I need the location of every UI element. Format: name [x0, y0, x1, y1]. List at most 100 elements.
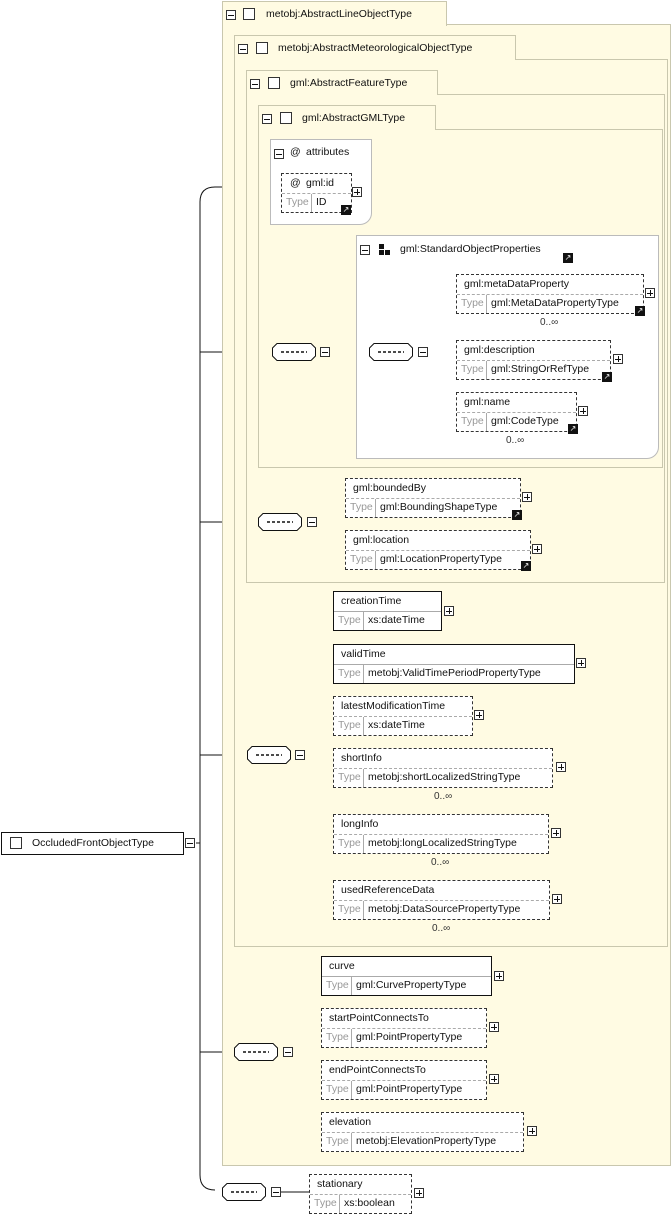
root-element[interactable]: OccludedFrontObjectType: [1, 832, 184, 855]
element-validtime[interactable]: validTime Type metobj:ValidTimePeriodPro…: [333, 644, 575, 684]
goto-type-icon[interactable]: ↗: [521, 561, 531, 571]
type-value: xs:dateTime: [368, 719, 425, 731]
expand-element-icon[interactable]: [489, 1074, 499, 1084]
type-row: Type gml:CodeType: [457, 412, 576, 431]
element-name: validTime: [341, 648, 386, 660]
expand-element-icon[interactable]: [494, 971, 504, 981]
expand-element-icon[interactable]: [576, 658, 586, 668]
element-shortinfo[interactable]: shortInfo Type metobj:shortLocalizedStri…: [333, 748, 553, 788]
type-label: Type: [334, 612, 364, 630]
type-label: Type: [334, 835, 364, 853]
type-value: metobj:ElevationPropertyType: [356, 1135, 497, 1147]
element-location[interactable]: gml:location Type gml:LocationPropertyTy…: [345, 530, 531, 570]
type-label: Type: [457, 295, 487, 313]
type-label: Type: [282, 194, 312, 212]
type-row: Type gml:PointPropertyType: [322, 1028, 486, 1047]
element-endpointconnectsto[interactable]: endPointConnectsTo Type gml:PointPropert…: [321, 1060, 487, 1100]
expand-element-icon[interactable]: [474, 710, 484, 720]
goto-type-icon[interactable]: ↗: [512, 510, 522, 520]
type-row: Type metobj:shortLocalizedStringType: [334, 768, 552, 787]
expand-element-icon[interactable]: [552, 894, 562, 904]
collapse-sequence-icon[interactable]: [418, 347, 428, 357]
type-value: gml:BoundingShapeType: [380, 501, 498, 513]
collapse-std-props-icon[interactable]: [360, 245, 370, 255]
element-boundedby[interactable]: gml:boundedBy Type gml:BoundingShapeType: [345, 478, 521, 518]
complex-type-icon: [268, 77, 280, 89]
zone-title-met: metobj:AbstractMeteorologicalObjectType: [278, 42, 473, 54]
expand-element-icon[interactable]: [444, 606, 454, 616]
collapse-feature-icon[interactable]: [250, 79, 260, 89]
expand-element-icon[interactable]: [556, 762, 566, 772]
element-name: stationary: [317, 1178, 363, 1190]
type-value: metobj:DataSourcePropertyType: [368, 903, 521, 915]
expand-gml-id-icon[interactable]: [352, 187, 362, 197]
element-creationtime[interactable]: creationTime Type xs:dateTime: [333, 591, 442, 631]
element-curve[interactable]: curve Type gml:CurvePropertyType: [321, 956, 492, 996]
complex-type-icon: [10, 837, 22, 849]
element-startpointconnectsto[interactable]: startPointConnectsTo Type gml:PointPrope…: [321, 1008, 487, 1048]
element-stationary[interactable]: stationary Type xs:boolean: [309, 1174, 412, 1214]
collapse-attributes-icon[interactable]: [274, 149, 284, 159]
collapse-gml-icon[interactable]: [262, 114, 272, 124]
goto-type-icon[interactable]: ↗: [602, 372, 612, 382]
cardinality: 0..∞: [432, 923, 451, 934]
type-value: gml:CurvePropertyType: [356, 979, 467, 991]
expand-element-icon[interactable]: [532, 544, 542, 554]
collapse-sequence-icon[interactable]: [320, 347, 330, 357]
element-latestmodificationtime[interactable]: latestModificationTime Type xs:dateTime: [333, 696, 473, 736]
element-name: gml:boundedBy: [353, 482, 426, 494]
type-value: xs:dateTime: [368, 614, 425, 626]
type-value: metobj:longLocalizedStringType: [368, 837, 517, 849]
expand-element-icon[interactable]: [414, 1188, 424, 1198]
element-gml-id[interactable]: @ gml:id Type ID: [281, 173, 352, 213]
type-row: Type gml:LocationPropertyType: [346, 550, 530, 569]
collapse-sequence-icon[interactable]: [307, 517, 317, 527]
type-row: Type gml:StringOrRefType: [457, 360, 610, 379]
type-value: metobj:ValidTimePeriodPropertyType: [368, 667, 541, 679]
sequence-compositor: [234, 1043, 278, 1061]
expand-element-icon[interactable]: [613, 354, 623, 364]
type-row: Type gml:CurvePropertyType: [322, 976, 491, 995]
type-value: gml:MetaDataPropertyType: [491, 297, 619, 309]
attributes-label: attributes: [306, 146, 350, 158]
element-elevation[interactable]: elevation Type metobj:ElevationPropertyT…: [321, 1112, 524, 1152]
element-usedreferencedata[interactable]: usedReferenceData Type metobj:DataSource…: [333, 880, 550, 920]
type-label: Type: [457, 413, 487, 431]
collapse-line-icon[interactable]: [226, 10, 236, 20]
complex-type-icon: [256, 42, 268, 54]
complex-type-icon: [280, 112, 292, 124]
collapse-sequence-icon[interactable]: [271, 1187, 281, 1197]
expand-element-icon[interactable]: [522, 492, 532, 502]
type-label: Type: [346, 551, 376, 569]
collapse-root-icon[interactable]: [185, 838, 195, 848]
type-value: xs:boolean: [344, 1197, 395, 1209]
collapse-met-icon[interactable]: [238, 44, 248, 54]
goto-type-icon[interactable]: ↗: [568, 424, 578, 434]
type-label: Type: [334, 665, 364, 683]
element-longinfo[interactable]: longInfo Type metobj:longLocalizedString…: [333, 814, 549, 854]
collapse-sequence-icon[interactable]: [283, 1047, 293, 1057]
element-metadataproperty[interactable]: gml:metaDataProperty Type gml:MetaDataPr…: [456, 274, 644, 314]
collapse-sequence-icon[interactable]: [295, 750, 305, 760]
type-row: Type ID: [282, 193, 351, 212]
type-row: Type metobj:ElevationPropertyType: [322, 1132, 523, 1151]
expand-element-icon[interactable]: [645, 288, 655, 298]
expand-element-icon[interactable]: [551, 828, 561, 838]
zone-title-line: metobj:AbstractLineObjectType: [266, 8, 412, 20]
goto-type-icon[interactable]: ↗: [341, 205, 351, 215]
expand-element-icon[interactable]: [527, 1126, 537, 1136]
element-name: endPointConnectsTo: [329, 1064, 426, 1076]
type-label: Type: [334, 769, 364, 787]
type-row: Type gml:PointPropertyType: [322, 1080, 486, 1099]
type-label: Type: [322, 1029, 352, 1047]
goto-group-icon[interactable]: ↗: [563, 253, 573, 263]
element-gml-name[interactable]: gml:name Type gml:CodeType: [456, 392, 577, 432]
goto-type-icon[interactable]: ↗: [635, 306, 645, 316]
expand-element-icon[interactable]: [578, 406, 588, 416]
type-value: gml:PointPropertyType: [356, 1083, 463, 1095]
sequence-compositor: [369, 343, 413, 361]
zone-title-gml: gml:AbstractGMLType: [302, 112, 406, 124]
element-description[interactable]: gml:description Type gml:StringOrRefType: [456, 340, 611, 380]
expand-element-icon[interactable]: [489, 1022, 499, 1032]
root-element-name: OccludedFrontObjectType: [32, 837, 154, 849]
